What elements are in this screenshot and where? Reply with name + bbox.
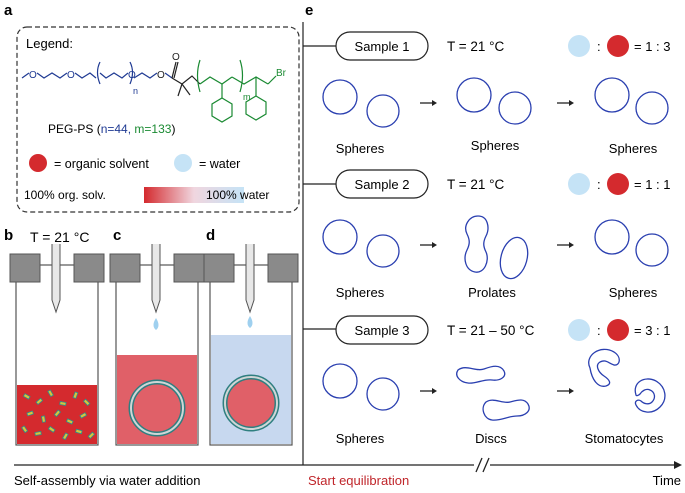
sample-3-colon: : (597, 323, 601, 338)
sample-2-colon: : (597, 177, 601, 192)
water-dot (174, 154, 192, 172)
sample-1-water-dot (568, 35, 590, 57)
axis-break-2 (482, 457, 490, 473)
organic-solvent-dot (29, 154, 47, 172)
sample-2-pill (335, 169, 429, 199)
subscript-m: m (243, 92, 251, 102)
legend-box: Legend: O O O (16, 26, 300, 213)
sample-2-shape-3: Spheres (609, 285, 658, 300)
solvent-gradient-bar (144, 187, 244, 203)
sample-3-shape-2: Discs (475, 431, 507, 446)
sample-2-shape-1: Spheres (336, 285, 385, 300)
vial-d (203, 244, 299, 446)
sample-2-shape-2: Prolates (468, 285, 516, 300)
sample-1-ratio: = 1 : 3 (634, 39, 671, 54)
panel-b-temperature: T = 21 °C (30, 229, 89, 245)
sample-1-pill (335, 31, 429, 61)
sample-3-pill (335, 315, 429, 345)
gradient-left-label: 100% org. solv. (24, 188, 106, 202)
sample-3-ratio: = 3 : 1 (634, 323, 671, 338)
panel-label-b: b (4, 227, 13, 244)
legend-title: Legend: (26, 36, 73, 51)
sample-1-shape-2: Spheres (471, 138, 520, 153)
panel-label-c: c (113, 227, 121, 244)
sample-1-temp: T = 21 °C (447, 39, 505, 54)
timeline-middle-label: Start equilibration (308, 473, 409, 488)
polymer-name: PEG-PS (n=44, m=133) (48, 122, 175, 136)
water-droplet-d (247, 316, 253, 328)
peg-ps-structure (21, 59, 277, 123)
sample-3-organic-dot (607, 319, 629, 341)
vial-c (109, 244, 205, 446)
atom-br: Br (276, 68, 287, 79)
water-droplet-c (153, 318, 159, 330)
sample-1-shape-1: Spheres (336, 141, 385, 156)
polymer-particles (21, 389, 96, 441)
panel-label-e: e (305, 2, 313, 19)
sample-1-shape-3: Spheres (609, 141, 658, 156)
sample-2-row: Sample 2 T = 21 °C : = 1 : 1 Spheres Pro… (322, 169, 671, 300)
atom-o-carbonyl: O (172, 52, 180, 63)
sample-3-water-dot (568, 319, 590, 341)
atom-o-3: O (128, 70, 136, 81)
sample-2-organic-dot (607, 173, 629, 195)
timeline-left-label: Self-assembly via water addition (14, 473, 200, 488)
sample-3-name: Sample 3 (355, 323, 410, 338)
water-label: = water (199, 157, 240, 171)
sample-3-row: Sample 3 T = 21 – 50 °C : = 3 : 1 Sphere… (322, 315, 671, 446)
sample-1-name: Sample 1 (355, 39, 410, 54)
sample-3-shape-1: Spheres (336, 431, 385, 446)
organic-solvent-label: = organic solvent (54, 157, 149, 171)
panel-label-d: d (206, 227, 215, 244)
sample-1-colon: : (597, 39, 601, 54)
atom-o-2: O (67, 70, 75, 81)
panel-label-a: a (4, 2, 13, 19)
atom-o-4: O (157, 70, 165, 81)
time-axis: Self-assembly via water addition Start e… (14, 457, 682, 488)
atom-o-1: O (29, 70, 37, 81)
subscript-n: n (133, 86, 138, 96)
sample-2-ratio: = 1 : 1 (634, 177, 671, 192)
sample-1-row: Sample 1 T = 21 °C : = 1 : 3 Spheres Sph… (322, 31, 671, 156)
axis-break-1 (475, 457, 483, 473)
vial-b (9, 244, 105, 446)
gradient-right-label: 100% water (206, 188, 269, 202)
sample-2-name: Sample 2 (355, 177, 410, 192)
sample-2-temp: T = 21 °C (447, 177, 505, 192)
sample-2-water-dot (568, 173, 590, 195)
sample-3-temp: T = 21 – 50 °C (447, 323, 535, 338)
timeline-time-label: Time (653, 473, 681, 488)
sample-1-organic-dot (607, 35, 629, 57)
sample-3-shape-3: Stomatocytes (585, 431, 664, 446)
